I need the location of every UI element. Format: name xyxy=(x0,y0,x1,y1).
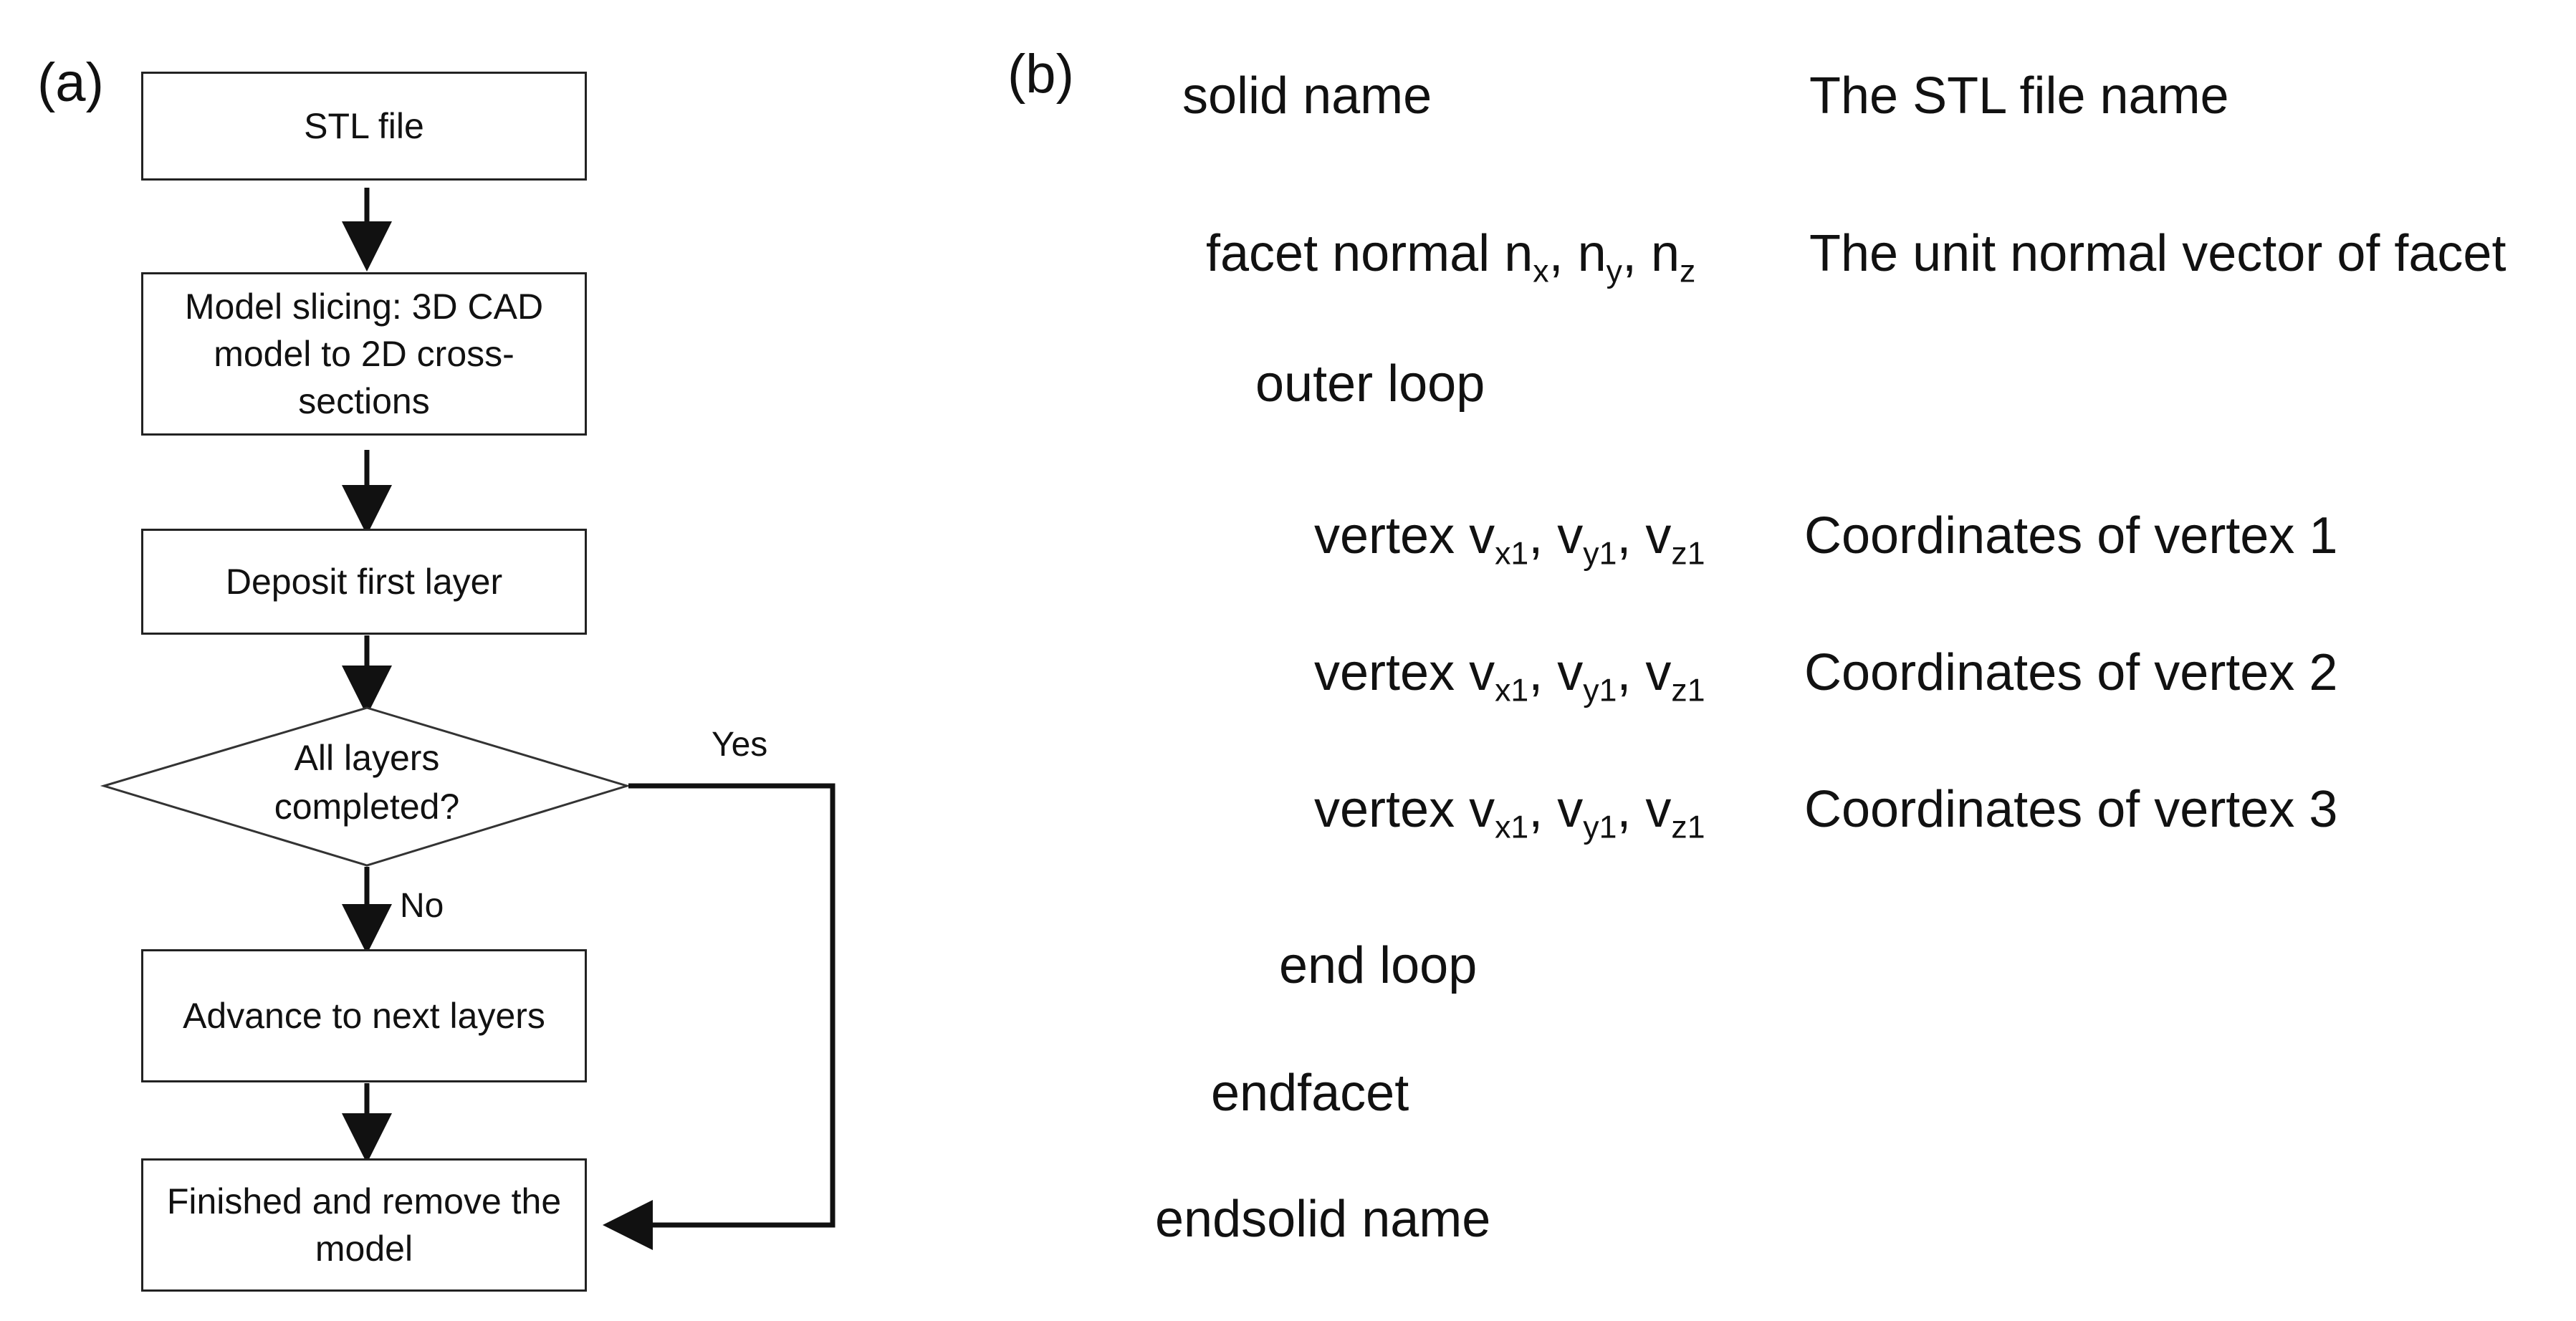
stl-variable: n xyxy=(1650,225,1680,282)
stl-keyword: endfacet xyxy=(1211,1065,1409,1122)
stl-variable: v xyxy=(1469,781,1495,838)
stl-variable: v xyxy=(1645,507,1672,565)
stl-line-8: endfacet xyxy=(1211,1067,1409,1119)
stl-line-9: endsolid name xyxy=(1155,1193,1490,1245)
stl-keyword: vertex xyxy=(1314,644,1455,701)
finished-remove-box-text: Finished and remove the model xyxy=(166,1181,562,1269)
stl-variable: v xyxy=(1557,644,1584,701)
stl-variable: n xyxy=(1577,225,1607,282)
stl-variable-subscript: x xyxy=(1533,254,1549,289)
deposit-first-layer-box: Deposit first layer xyxy=(141,529,587,635)
edge-label-no: No xyxy=(400,887,444,925)
stl-variable: v xyxy=(1645,644,1672,701)
deposit-first-layer-box-text: Deposit first layer xyxy=(225,562,503,602)
decision-diamond xyxy=(100,706,631,867)
stl-variable-subscript: z1 xyxy=(1671,536,1705,572)
stl-variable-subscript: x1 xyxy=(1495,536,1529,572)
stl-variable: v xyxy=(1469,644,1495,701)
stl-keyword: facet normal xyxy=(1206,225,1490,282)
stl-variable-subscript: z1 xyxy=(1671,810,1705,845)
stl-variable-subscript: x1 xyxy=(1495,673,1529,708)
stl-line-6-description: Coordinates of vertex 3 xyxy=(1804,781,2338,838)
stl-variable-subscript: y xyxy=(1606,254,1622,289)
stl-line-5-description: Coordinates of vertex 2 xyxy=(1804,644,2338,701)
stl-line-1: solid name xyxy=(1182,70,1432,122)
advance-next-layers-box: Advance to next layers xyxy=(141,949,587,1082)
stl-variable-subscript: x1 xyxy=(1495,810,1529,845)
stl-file-box-text: STL file xyxy=(304,106,424,146)
stl-variable: v xyxy=(1557,507,1584,565)
stl-variable: v xyxy=(1557,781,1584,838)
stl-keyword: endsolid name xyxy=(1155,1191,1491,1248)
stl-keyword: end loop xyxy=(1279,937,1478,994)
stl-line-5: vertex vx1, vy1, vz1 xyxy=(1314,644,1705,708)
stl-file-box: STL file xyxy=(141,72,587,181)
stl-line-3: outer loop xyxy=(1255,358,1485,410)
stl-keyword: outer loop xyxy=(1255,355,1485,413)
stl-variable-subscript: z xyxy=(1680,254,1696,289)
advance-next-layers-box-text: Advance to next layers xyxy=(183,996,545,1036)
stl-variable-subscript: y1 xyxy=(1583,536,1617,572)
stl-variable-subscript: y1 xyxy=(1583,673,1617,708)
model-slicing-box-text: Model slicing: 3D CAD model to 2D cross-… xyxy=(184,287,544,421)
panel-a-label: (a) xyxy=(37,52,104,113)
finished-remove-box: Finished and remove the model xyxy=(141,1158,587,1292)
stl-variable: n xyxy=(1504,225,1533,282)
model-slicing-box: Model slicing: 3D CAD model to 2D cross-… xyxy=(141,272,587,436)
stl-variable: v xyxy=(1469,507,1495,565)
stl-keyword: vertex xyxy=(1314,507,1455,565)
stl-variable-subscript: z1 xyxy=(1671,673,1705,708)
panel-b-label: (b) xyxy=(1007,44,1074,105)
stl-variable: v xyxy=(1645,781,1672,838)
edge-label-yes: Yes xyxy=(712,726,768,764)
stl-line-1-description: The STL file name xyxy=(1809,67,2229,125)
stl-line-2: facet normal nx, ny, nz xyxy=(1206,225,1696,289)
stl-variable-subscript: y1 xyxy=(1583,810,1617,845)
stl-line-6: vertex vx1, vy1, vz1 xyxy=(1314,781,1705,845)
stl-keyword: vertex xyxy=(1314,781,1455,838)
stl-line-2-description: The unit normal vector of facet xyxy=(1809,225,2506,282)
stl-line-4: vertex vx1, vy1, vz1 xyxy=(1314,507,1705,572)
decision-text-line2: completed? xyxy=(274,786,460,827)
stl-keyword: solid name xyxy=(1182,67,1432,125)
stl-line-4-description: Coordinates of vertex 1 xyxy=(1804,507,2338,565)
yes-path-line xyxy=(603,783,835,1250)
decision-text-line1: All layers xyxy=(294,738,440,778)
decision-text: All layers completed? xyxy=(188,734,546,831)
stl-line-7: end loop xyxy=(1279,940,1477,991)
